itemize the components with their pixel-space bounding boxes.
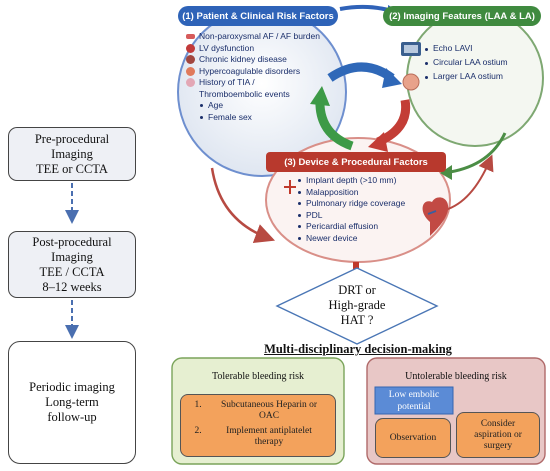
tolerable-item-2: 2. Implement antiplatelet therapy xyxy=(194,426,312,447)
pre-procedural-box: Pre-procedural Imaging TEE or CCTA xyxy=(8,127,136,181)
imaging-features-banner: (2) Imaging Features (LAA & LA) xyxy=(383,6,541,26)
post-line-1: Post-procedural xyxy=(32,234,112,249)
heart-anatomy-icon xyxy=(422,197,449,236)
patient-factor-bullet: Age xyxy=(186,100,346,112)
ecg-icon xyxy=(186,34,195,40)
kidney-icon xyxy=(186,55,195,65)
patient-factor-bullet: Female sex xyxy=(186,112,346,124)
patient-factor-item: LV dysfunction xyxy=(186,43,346,55)
post-line-4: 8–12 weeks xyxy=(42,279,102,294)
imaging-features-title: (2) Imaging Features (LAA & LA) xyxy=(389,10,535,22)
patient-factors-list: Non-paroxysmal AF / AF burden LV dysfunc… xyxy=(186,31,346,123)
device-factor-item: Pericardial effusion xyxy=(298,221,438,233)
post-line-2: Imaging xyxy=(51,249,93,264)
imaging-feature-item: Echo LAVI xyxy=(425,42,535,56)
periodic-imaging-box: Periodic imaging Long-term follow-up xyxy=(8,341,136,464)
patient-factors-title: (1) Patient & Clinical Risk Factors xyxy=(182,10,334,22)
heart-icon xyxy=(186,43,195,53)
pre-line-3: TEE or CCTA xyxy=(36,161,108,176)
decision-line-3: HAT ? xyxy=(340,313,374,327)
untolerable-title: Untolerable bleeding risk xyxy=(405,371,507,382)
mdm-heading: Multi-disciplinary decision-making xyxy=(264,342,452,356)
periodic-line-3: follow-up xyxy=(47,410,97,424)
device-factor-item: Newer device xyxy=(298,233,438,245)
patient-factor-item: History of TIA / xyxy=(186,77,346,89)
patient-factors-banner: (1) Patient & Clinical Risk Factors xyxy=(178,6,338,26)
device-factors-title: (3) Device & Procedural Factors xyxy=(284,156,428,168)
patient-factor-item: Chronic kidney disease xyxy=(186,54,346,66)
aspiration-surgery-box: Consider aspiration or surgery xyxy=(456,412,540,458)
pre-line-1: Pre-procedural xyxy=(34,131,110,146)
patient-factor-item: Hypercoagulable disorders xyxy=(186,66,346,78)
imaging-feature-item: Larger LAA ostium xyxy=(425,70,535,84)
patient-factor-item: Thromboembolic events xyxy=(199,88,290,99)
device-icon xyxy=(284,180,296,194)
blood-cells-icon xyxy=(186,66,195,76)
post-procedural-box: Post-procedural Imaging TEE / CCTA 8–12 … xyxy=(8,231,136,298)
decision-diamond xyxy=(275,267,439,345)
periodic-line-1: Periodic imaging xyxy=(29,380,115,394)
cycle-arrows xyxy=(310,62,411,152)
device-factor-item: Malapposition xyxy=(298,187,438,199)
tolerable-options: 1. Subcutaneous Heparin or OAC 2. Implem… xyxy=(180,394,336,457)
tolerable-title: Tolerable bleeding risk xyxy=(211,371,305,382)
laa-icon xyxy=(402,73,420,91)
device-factor-item: PDL xyxy=(298,210,438,222)
decision-line-2: High-grade xyxy=(328,298,386,312)
brain-icon xyxy=(186,78,195,88)
decision-text: DRT or High-grade HAT ? xyxy=(300,283,414,329)
imaging-features-list: Echo LAVI Circular LAA ostium Larger LAA… xyxy=(425,42,535,84)
tolerable-item-1: 1. Subcutaneous Heparin or OAC xyxy=(194,400,318,421)
low-embolic-label: Low embolic potential xyxy=(388,390,440,412)
patient-factor-item: Non-paroxysmal AF / AF burden xyxy=(186,31,346,43)
post-line-3: TEE / CCTA xyxy=(39,264,105,279)
observation-box: Observation xyxy=(375,418,451,458)
periodic-line-2: Long-term xyxy=(45,395,99,409)
device-factors-list: Implant depth (>10 mm) Malapposition Pul… xyxy=(298,175,438,244)
device-factors-banner: (3) Device & Procedural Factors xyxy=(266,152,446,172)
pre-line-2: Imaging xyxy=(51,146,93,161)
device-factor-item: Pulmonary ridge coverage xyxy=(298,198,438,210)
low-embolic-banner xyxy=(374,386,454,415)
decision-line-1: DRT or xyxy=(338,283,376,297)
echo-probe-icon xyxy=(401,42,421,56)
imaging-feature-item: Circular LAA ostium xyxy=(425,56,535,70)
device-factor-item: Implant depth (>10 mm) xyxy=(298,175,438,187)
